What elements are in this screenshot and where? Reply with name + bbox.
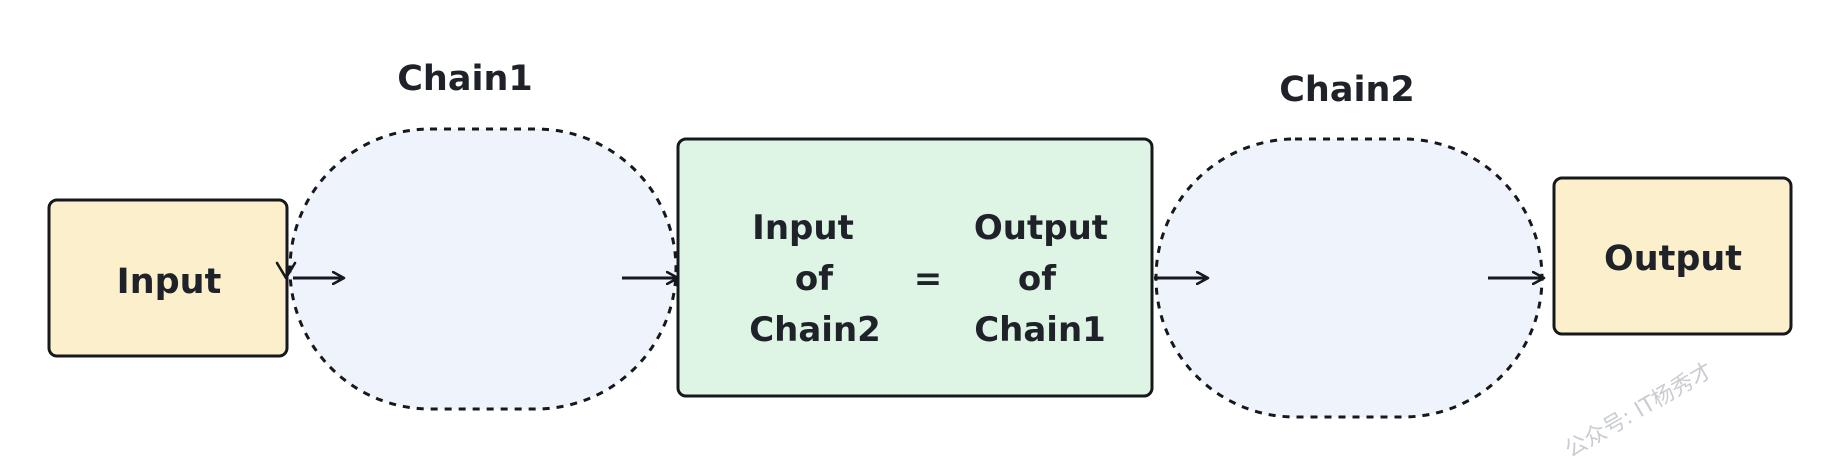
watermark: 公众号: IT杨秀才	[1561, 358, 1718, 463]
middle-left-line-2: of	[795, 259, 834, 299]
chain2-shape	[1154, 137, 1544, 419]
chain1-label: Chain1	[397, 59, 533, 99]
chain2-label: Chain2	[1279, 70, 1415, 110]
middle-left-line-1: Input	[752, 208, 854, 248]
middle-right-line-2: of	[1018, 259, 1057, 299]
middle-equals: =	[914, 259, 943, 299]
middle-box	[676, 137, 1154, 398]
middle-right-line-1: Output	[974, 208, 1108, 248]
output-label: Output	[1604, 239, 1742, 279]
output-box	[1552, 176, 1793, 336]
middle-left-line-3: Chain2	[749, 310, 881, 350]
input-label: Input	[117, 262, 222, 302]
arrow-junction-input	[275, 261, 297, 280]
chain1-shape	[288, 127, 678, 411]
middle-right-line-3: Chain1	[974, 310, 1106, 350]
